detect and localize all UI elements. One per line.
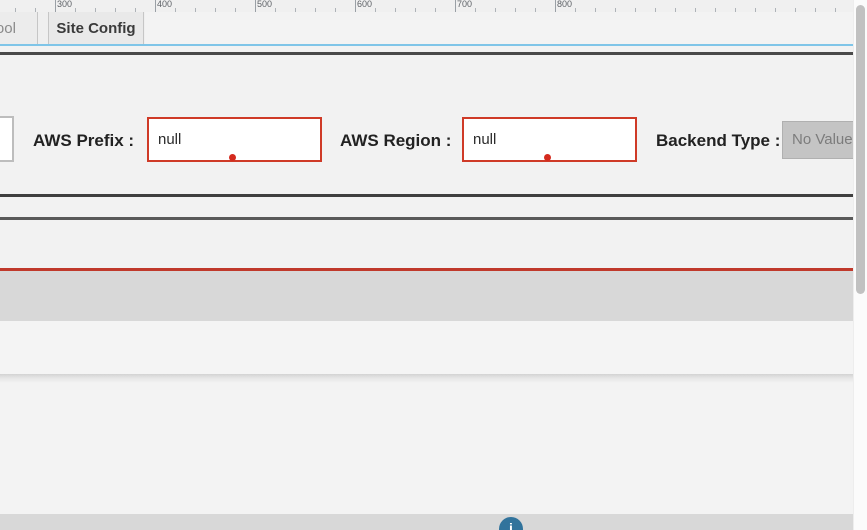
- ruler-minor-tick: [335, 8, 336, 12]
- ruler-minor-tick: [575, 8, 576, 12]
- ruler-minor-tick: [695, 8, 696, 12]
- aws-region-input[interactable]: null: [462, 117, 637, 162]
- vertical-scrollbar-thumb[interactable]: [856, 5, 865, 294]
- footer-band: [0, 514, 853, 530]
- ruler-minor-tick: [375, 8, 376, 12]
- ruler-label: 600: [357, 0, 373, 9]
- ruler-minor-tick: [715, 8, 716, 12]
- tab-active-underline: [0, 44, 853, 46]
- ruler-minor-tick: [515, 8, 516, 12]
- ruler-minor-tick: [675, 8, 676, 12]
- ruler-minor-tick: [215, 8, 216, 12]
- section-divider-upper: [0, 194, 853, 197]
- ruler-minor-tick: [195, 8, 196, 12]
- aws-region-label: AWS Region :: [340, 131, 452, 150]
- alert-divider-rule: [0, 268, 853, 271]
- ruler-minor-tick: [415, 8, 416, 12]
- ruler-minor-tick: [815, 8, 816, 12]
- aws-prefix-label: AWS Prefix :: [33, 131, 135, 150]
- info-icon[interactable]: i: [499, 517, 523, 530]
- ruler-minor-tick: [75, 8, 76, 12]
- config-form-strip: AWS Prefix : null AWS Region : null Back…: [0, 55, 867, 195]
- panel-drop-shadow: [0, 374, 853, 383]
- ruler-minor-tick: [295, 8, 296, 12]
- ruler-minor-tick: [235, 8, 236, 12]
- ruler-minor-tick: [655, 8, 656, 12]
- ruler-minor-tick: [435, 8, 436, 12]
- aws-prefix-input[interactable]: null: [147, 117, 322, 162]
- backend-type-label: Backend Type :: [656, 131, 781, 150]
- ruler-major-tick: [55, 0, 56, 12]
- ruler-minor-tick: [115, 8, 116, 12]
- ruler-minor-tick: [495, 8, 496, 12]
- ruler-label: 700: [457, 0, 473, 9]
- section-spacer-band: [0, 197, 853, 217]
- field-left-truncated-input[interactable]: [0, 116, 14, 162]
- ruler-minor-tick: [95, 8, 96, 12]
- ruler-major-tick: [455, 0, 456, 12]
- ruler-minor-tick: [615, 8, 616, 12]
- backend-type-input[interactable]: No Value: [782, 121, 867, 159]
- ruler-minor-tick: [535, 8, 536, 12]
- aws-region-required-dot: [544, 154, 551, 161]
- ruler-minor-tick: [175, 8, 176, 12]
- ruler-major-tick: [155, 0, 156, 12]
- ruler-minor-tick: [315, 8, 316, 12]
- ruler-minor-tick: [635, 8, 636, 12]
- ruler-major-tick: [355, 0, 356, 12]
- tab-bar-empty-space: [145, 12, 853, 45]
- content-area: [0, 383, 853, 515]
- aws-prefix-required-dot: [229, 154, 236, 161]
- ruler-minor-tick: [775, 8, 776, 12]
- ruler-major-tick: [555, 0, 556, 12]
- toolbar-divider-top: [0, 52, 853, 55]
- ruler-major-tick: [255, 0, 256, 12]
- ruler-label: 500: [257, 0, 273, 9]
- tab-site-config[interactable]: Site Config: [48, 12, 144, 45]
- ruler-minor-tick: [835, 8, 836, 12]
- tab-bar: y Tool Site Config: [0, 12, 853, 46]
- section-divider-lower: [0, 217, 853, 220]
- ruler-minor-tick: [735, 8, 736, 12]
- ruler-minor-tick: [15, 8, 16, 12]
- ruler-minor-tick: [395, 8, 396, 12]
- ruler-minor-tick: [595, 8, 596, 12]
- ruler-label: 300: [57, 0, 73, 9]
- info-icon-glyph: i: [509, 520, 513, 530]
- ruler-minor-tick: [275, 8, 276, 12]
- ruler-minor-tick: [755, 8, 756, 12]
- ruler-minor-tick: [35, 8, 36, 12]
- ruler-minor-tick: [475, 8, 476, 12]
- config-field-row: AWS Prefix : null AWS Region : null Back…: [0, 116, 867, 166]
- ruler-minor-tick: [795, 8, 796, 12]
- ruler-label: 800: [557, 0, 573, 9]
- ruler-label: 400: [157, 0, 173, 9]
- ruler-minor-tick: [135, 8, 136, 12]
- lower-panel: [0, 321, 853, 375]
- search-band: [0, 271, 853, 321]
- tab-query-tool[interactable]: y Tool: [0, 12, 38, 45]
- section-blank-area: [0, 220, 853, 268]
